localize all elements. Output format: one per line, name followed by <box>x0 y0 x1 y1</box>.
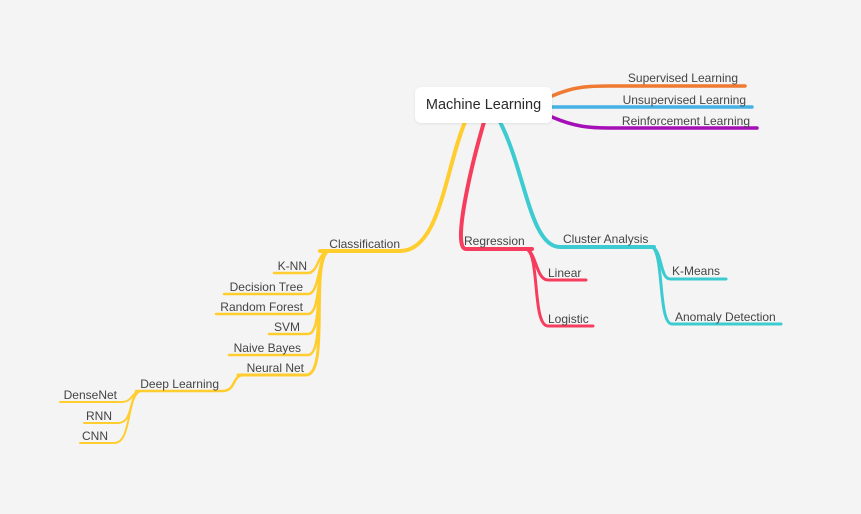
label-unsupervised[interactable]: Unsupervised Learning <box>623 93 746 107</box>
label-linear[interactable]: Linear <box>548 266 581 280</box>
branch-neural-net <box>236 249 330 377</box>
root-node[interactable]: Machine Learning <box>415 87 552 123</box>
label-cnn[interactable]: CNN <box>82 429 108 443</box>
label-decision-tree[interactable]: Decision Tree <box>230 280 304 294</box>
label-classification[interactable]: Classification <box>329 237 400 251</box>
label-kmeans[interactable]: K-Means <box>672 264 720 278</box>
branch-regression <box>458 120 534 251</box>
label-rnn[interactable]: RNN <box>86 409 112 423</box>
label-densenet[interactable]: DenseNet <box>64 388 118 402</box>
label-supervised[interactable]: Supervised Learning <box>628 71 738 85</box>
root-node-label: Machine Learning <box>425 97 542 113</box>
label-neural-net[interactable]: Neural Net <box>247 361 305 375</box>
label-svm[interactable]: SVM <box>274 320 300 334</box>
branch-supervised <box>550 84 747 98</box>
label-regression[interactable]: Regression <box>464 234 525 248</box>
branch-anomaly <box>650 245 783 326</box>
label-knn[interactable]: K-NN <box>278 259 307 273</box>
label-deep-learning[interactable]: Deep Learning <box>140 377 219 391</box>
label-naive-bayes[interactable]: Naive Bayes <box>234 341 301 355</box>
branch-cluster-analysis <box>498 120 656 249</box>
label-cluster-analysis[interactable]: Cluster Analysis <box>563 232 648 246</box>
branch-logistic <box>524 247 595 328</box>
branch-cnn <box>79 390 141 444</box>
label-reinforcement[interactable]: Reinforcement Learning <box>622 114 750 128</box>
label-logistic[interactable]: Logistic <box>548 312 589 326</box>
branch-classification <box>318 120 467 253</box>
label-anomaly[interactable]: Anomaly Detection <box>675 310 776 324</box>
branch-reinforcement <box>550 115 759 130</box>
branch-deep-learning <box>134 373 244 393</box>
label-random-forest[interactable]: Random Forest <box>220 300 303 314</box>
